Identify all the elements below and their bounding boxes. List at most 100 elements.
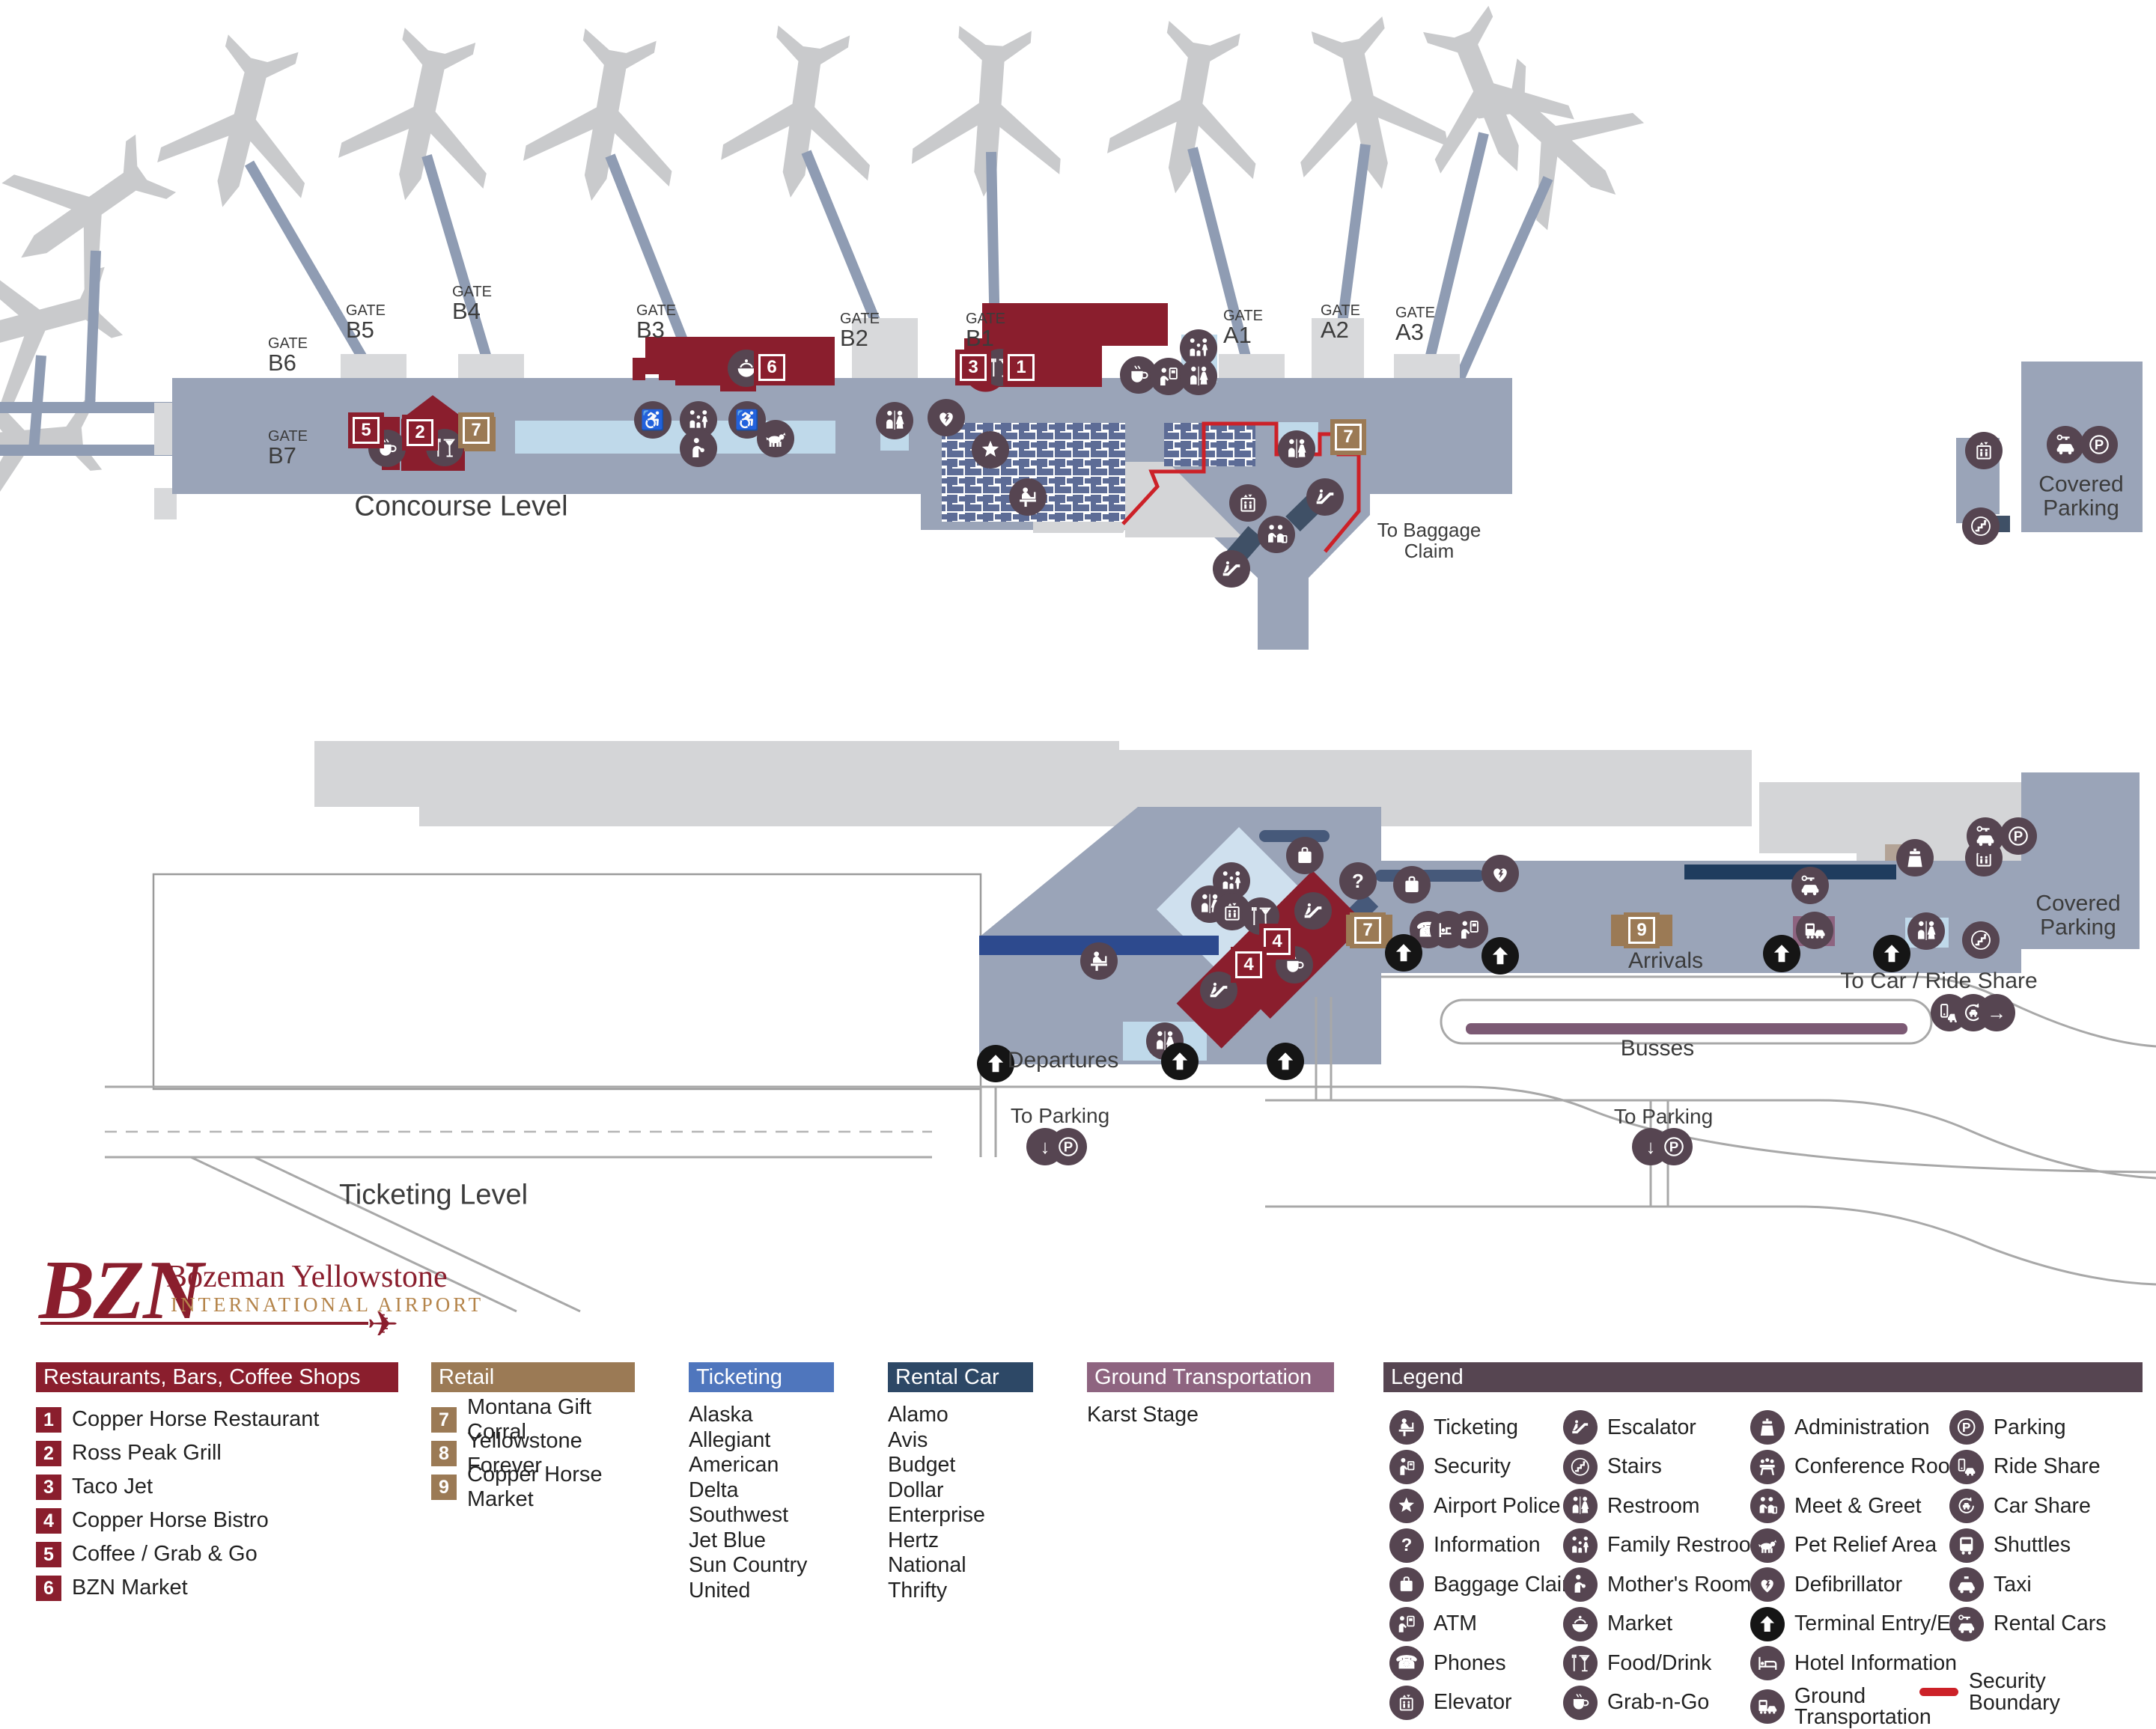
legend-item: Airport Police [1389,1489,1560,1523]
list-item: Dollar [888,1478,1033,1504]
legend-item: Parking [1949,1410,2066,1445]
list-item: Allegiant [689,1428,834,1454]
list-item: Enterprise [888,1503,1033,1528]
item-label: Jet Blue [689,1528,766,1552]
terminal-entry-icon [1385,934,1422,972]
information-icon: ? [1339,862,1377,900]
parking-icon [1949,1410,1984,1445]
restroom-icon [1907,912,1945,950]
list-item: Alaska [689,1403,834,1428]
restaurants-header: Restaurants, Bars, Coffee Shops [36,1362,398,1392]
retail-header: Retail [431,1362,635,1392]
list-item: Avis [888,1428,1033,1454]
legend-label: Rental Cars [1994,1611,2107,1636]
airport-police-icon [972,431,1009,469]
legend-label: Terminal Entry/Exit [1794,1611,1973,1636]
pet-relief-icon [1750,1528,1785,1563]
rental-cars-icon [1949,1606,1984,1641]
item-label: Allegiant [689,1427,771,1452]
bus-lane [1466,1023,1907,1034]
item-label: Montana Gift Corral [467,1394,592,1444]
legend-label: Security Boundary [1968,1669,2060,1715]
legend-label: Security [1434,1454,1511,1479]
atm-icon [1451,911,1488,948]
security-boundary-swatch [1919,1688,1958,1696]
map-chip-3: 3 [960,354,987,381]
legend-label: Taxi [1994,1572,2032,1597]
item-label: American [689,1453,779,1478]
taxi-icon [1949,1567,1984,1602]
defibrillator-icon [1482,855,1519,892]
legend-label: Meet & Greet [1794,1493,1922,1518]
restroom-icon [876,402,913,439]
legend-item: ATM [1389,1606,1478,1641]
rental-cars-icon [1967,817,2004,855]
grab-n-go-icon [1563,1685,1598,1720]
meet-greet-icon [1258,516,1295,553]
elevator-icon [1229,484,1267,522]
legend-label: Escalator [1607,1415,1696,1439]
terminal-entry-icon [1873,935,1910,972]
item-label: Coffee / Grab & Go [72,1542,258,1566]
mothers-room-icon [680,430,717,467]
item-label: Budget [888,1453,956,1478]
mothers-room-icon [1563,1567,1598,1602]
legend-item: Stairs [1563,1449,1662,1484]
list-item: Southwest [689,1503,834,1528]
restroom-icon [1278,430,1315,468]
list-item: Karst Stage [1087,1403,1334,1428]
elevator-icon [1389,1685,1424,1720]
escalator-icon [1200,972,1237,1009]
airport-police-icon [1389,1489,1424,1523]
map-chip-4: 4 [1264,928,1291,955]
item-label: Taco Jet [72,1475,153,1498]
parking-icon [2000,817,2037,855]
legend-label: Hotel Information [1794,1650,1958,1675]
rental-header: Rental Car [888,1362,1033,1392]
legend-label: Information [1434,1533,1541,1558]
list-item: Hertz [888,1528,1033,1554]
ground-transportation-icon [1750,1689,1785,1724]
rental-cars-icon [2047,426,2084,463]
legend-item: Family Restroom [1563,1528,1768,1563]
terminal-entry-icon [1750,1606,1785,1641]
accessible-restroom-icon: ♿ [634,401,672,439]
ground-transportation-icon [1796,912,1833,949]
item-label: Delta [689,1478,739,1502]
map-label: To Baggage Claim [1377,518,1482,562]
number-chip: 6 [36,1575,61,1601]
legend-item: Pet Relief Area [1750,1528,1937,1563]
map-label: To Parking [1010,1103,1110,1127]
legend-label: Parking [1994,1415,2066,1439]
number-chip: 8 [431,1440,457,1466]
restroom-icon [1563,1489,1598,1523]
map-label: To Car / Ride Share [1840,968,2038,993]
terminal-entry-icon [1763,935,1800,972]
item-label: Hertz [888,1528,940,1552]
legend-label: Food/Drink [1607,1650,1712,1675]
item-label: Avis [888,1427,928,1452]
list-item: United [689,1579,834,1604]
number-chip: 1 [36,1406,61,1433]
list-item: Sun Country [689,1553,834,1579]
legend-label: ATM [1434,1611,1478,1636]
phones-icon: ☎ [1389,1646,1424,1680]
legend-item: ?Information [1389,1528,1541,1563]
arrow-right-icon: → [1978,994,2015,1031]
map-label: To Parking [1613,1104,1714,1128]
atm-icon [1389,1606,1424,1641]
parking-icon [2080,426,2118,463]
